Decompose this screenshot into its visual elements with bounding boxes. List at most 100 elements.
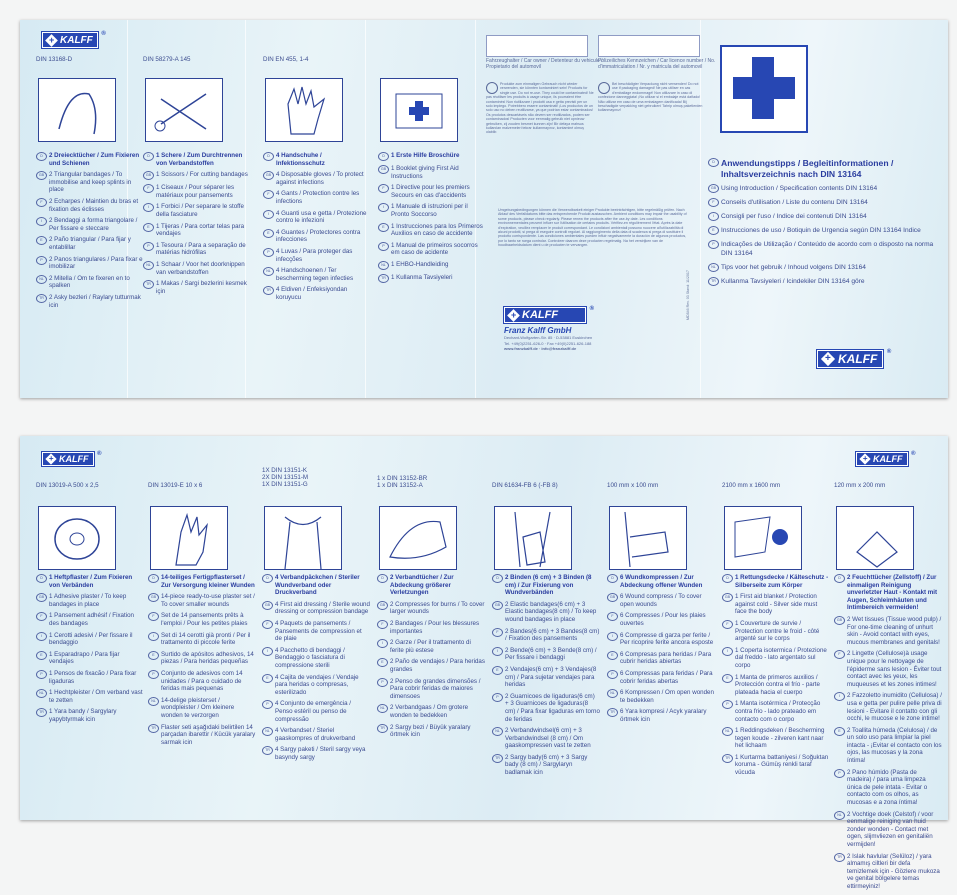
company-address: Dechant-Wolfgarten-Str. 85 · D-53881 Eus… bbox=[504, 335, 593, 340]
translation-text: 4 Handschoenen / Ter bescherming tegen i… bbox=[276, 267, 354, 282]
item-title: 1 Heftpflaster / Zum Fixieren von Verbän… bbox=[49, 574, 133, 589]
company-name: Franz Kalff GmbH bbox=[504, 326, 572, 335]
translation-text: 1 Directive pour les premiers Secours en… bbox=[391, 184, 470, 199]
translation-text: 2 Penso de grandes dimensões / Para cobr… bbox=[390, 677, 481, 700]
fold-line bbox=[127, 20, 128, 398]
language-badge: TR bbox=[377, 723, 388, 733]
language-badge: NL bbox=[148, 696, 159, 706]
info-text: Instrucciones de uso / Botiquin de Urgen… bbox=[721, 227, 921, 234]
translation-text: 2 Bandages / Pour les blessures importan… bbox=[390, 619, 480, 635]
company-block: +KALFF® Franz Kalff GmbH Dechant-Wolfgar… bbox=[503, 306, 594, 352]
translation-text: 2 Bandes(6 cm) + 3 Bandes(8 cm) / Fixati… bbox=[505, 627, 600, 643]
item-title: 14-teiliges Fertigpflasterset / Zur Vers… bbox=[161, 574, 255, 589]
info-text: Conseils d'utilisation / Liste du conten… bbox=[721, 199, 868, 206]
language-badge: NL bbox=[378, 260, 389, 270]
language-badge: GB bbox=[722, 593, 733, 603]
company-phone: Tel. +49(0)2251-626-0 · Fax +49(0)2251-6… bbox=[504, 340, 592, 346]
language-badge: E bbox=[143, 222, 154, 232]
language-badge: F bbox=[36, 197, 47, 207]
licence-number-field[interactable] bbox=[598, 35, 700, 57]
language-badge: GB bbox=[36, 171, 47, 181]
translation-text: 2 Verbandwindsel(6 cm) + 3 Verbandwindse… bbox=[505, 727, 591, 750]
language-badge: NL bbox=[607, 689, 618, 699]
translation-text: 4 Guanti usa e getta / Protezione contro… bbox=[276, 209, 367, 225]
language-badge: F bbox=[722, 619, 733, 629]
language-badge-de: D bbox=[36, 152, 47, 161]
language-badge: GB bbox=[834, 615, 845, 625]
kalff-logo: +KALFF® bbox=[41, 451, 102, 467]
item-title: 2 Binden (6 cm) + 3 Binden (8 cm) / Zur … bbox=[505, 574, 592, 597]
translation-text: 6 Yara kompresi / Acyk yaralary örtmek i… bbox=[620, 708, 707, 723]
translation-text: 2 Bende(6 cm) + 3 Bende(8 cm) / Per fiss… bbox=[505, 646, 597, 662]
company-web[interactable]: www.franzkalff.de · info@franzkalff.de bbox=[504, 346, 577, 351]
translation-text: 4 Luvas / Para proteger das infecções bbox=[276, 247, 353, 263]
translation-text: 1 Schaar / Voor het doorknippen van verb… bbox=[156, 260, 245, 276]
kalff-logo: +KALFF® bbox=[815, 349, 891, 369]
din-standard-label: DIN 58279-A 145 bbox=[143, 56, 191, 63]
language-badge-de: D bbox=[492, 574, 503, 583]
language-badge: E bbox=[378, 222, 389, 232]
translation-text: 4 Cajita de vendajes / Vendaje para heri… bbox=[275, 673, 359, 696]
translation-text: 6 Kompressen / Om open wonden te bedekke… bbox=[620, 689, 714, 704]
language-badge: NL bbox=[263, 267, 274, 277]
translation-text: Set di 14 cerotti già pronti / Per il tr… bbox=[161, 631, 251, 647]
translation-text: 1 Coperta isotermica / Protezione dal fr… bbox=[735, 646, 827, 669]
translation-text: 1 Manta isotérmica / Protecção contra fr… bbox=[735, 700, 821, 723]
logo-text: KALFF bbox=[60, 34, 93, 46]
language-badge: E bbox=[377, 658, 388, 668]
item-title: 2 Dreiecktücher / Zum Fixieren und Schie… bbox=[49, 152, 140, 167]
item-illustration bbox=[150, 506, 228, 570]
din-standard-label: DIN 13168-D bbox=[36, 56, 73, 63]
language-badge: E bbox=[36, 236, 47, 246]
translation-text: 6 Compressas para feridas / Para cobrir … bbox=[620, 669, 713, 685]
language-badge: GB bbox=[262, 600, 273, 610]
language-badge: GB bbox=[492, 600, 503, 610]
item-illustration bbox=[724, 506, 802, 570]
language-badge: NL bbox=[492, 727, 503, 737]
language-badge: F bbox=[36, 612, 47, 622]
item-title: 4 Handschuhe / Infektionsschutz bbox=[276, 152, 325, 167]
first-aid-cross-icon bbox=[720, 45, 808, 133]
language-badge: E bbox=[262, 673, 273, 683]
language-badge: TR bbox=[722, 753, 733, 763]
language-badge: F bbox=[708, 198, 719, 207]
kalff-logo: + KALFF® bbox=[41, 31, 106, 49]
translation-text: 4 Disposable gloves / To protect against… bbox=[276, 171, 364, 186]
translation-text: 6 Compresas para heridas / Para cubrir h… bbox=[620, 650, 712, 666]
translation-text: 4 First aid dressing / Sterile wound dre… bbox=[275, 600, 370, 616]
car-owner-field[interactable] bbox=[486, 35, 588, 57]
item-title: 2 Verbandtücher / Zur Abdeckung größerer… bbox=[390, 574, 454, 597]
translation-text: 2 Compresses for burns / To cover larger… bbox=[390, 600, 485, 616]
